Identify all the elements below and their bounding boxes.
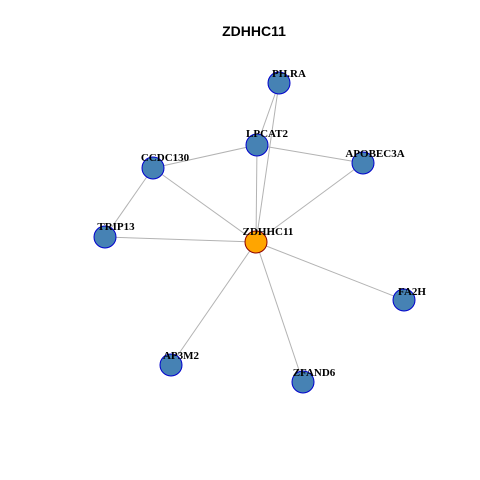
node-label-zdhhc11: ZDHHC11: [243, 226, 294, 238]
node-label-ccdc130: CCDC130: [141, 152, 190, 164]
node-circle-zdhhc11: [244, 230, 268, 254]
graph-title: ZDHHC11: [222, 23, 286, 39]
edge-lpcat2-apobec3a: [256, 144, 364, 164]
node-zdhhc11: ZDHHC11: [243, 226, 294, 254]
edge-zdhhc11-fa2h: [255, 241, 405, 301]
node-label-fa2h: FA2H: [398, 286, 426, 298]
edges-layer: [104, 82, 405, 383]
node-circle-zfand6: [291, 370, 315, 394]
node-label-trip13: TRIP13: [97, 221, 135, 233]
node-circle-apobec3a: [351, 151, 375, 175]
edge-phlra-zdhhc11: [255, 82, 280, 243]
node-circle-ap3m2: [159, 353, 183, 377]
edge-apobec3a-zdhhc11: [255, 162, 364, 243]
edge-ccdc130-trip13: [104, 167, 154, 238]
node-apobec3a: APOBEC3A: [345, 148, 405, 175]
node-circle-ccdc130: [141, 156, 165, 180]
node-circle-phlra: [267, 71, 291, 95]
node-ccdc130: CCDC130: [141, 152, 190, 180]
node-circle-trip13: [93, 225, 117, 249]
edge-trip13-zdhhc11: [104, 236, 257, 243]
edge-zdhhc11-zfand6: [255, 241, 304, 383]
node-ap3m2: AP3M2: [159, 350, 200, 377]
edge-zdhhc11-ap3m2: [170, 241, 257, 366]
node-zfand6: ZFAND6: [291, 367, 336, 394]
node-circle-fa2h: [392, 288, 416, 312]
node-phlra: PH.RA: [267, 68, 306, 95]
node-trip13: TRIP13: [93, 221, 135, 249]
edge-lpcat2-zdhhc11: [255, 144, 258, 243]
node-circle-lpcat2: [245, 133, 269, 157]
node-lpcat2: LPCAT2: [245, 128, 288, 157]
node-fa2h: FA2H: [392, 286, 426, 312]
node-label-lpcat2: LPCAT2: [246, 128, 288, 140]
node-label-ap3m2: AP3M2: [163, 350, 200, 362]
node-label-zfand6: ZFAND6: [293, 367, 336, 379]
edge-lpcat2-ccdc130: [152, 144, 258, 169]
edge-ccdc130-zdhhc11: [152, 167, 257, 243]
node-label-phlra: PH.RA: [272, 68, 306, 80]
node-label-apobec3a: APOBEC3A: [345, 148, 404, 160]
